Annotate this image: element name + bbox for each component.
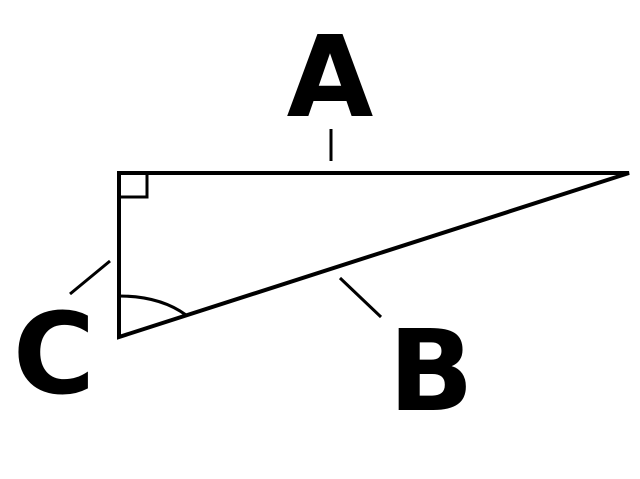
angle-arc — [118, 294, 187, 317]
right-angle-marker — [119, 173, 149, 199]
label-c-leader — [69, 259, 111, 296]
label-a: A — [287, 13, 374, 143]
triangle — [117, 171, 630, 340]
label-c: C — [13, 290, 95, 420]
label-b-leader — [338, 276, 383, 319]
label-b: B — [388, 307, 473, 437]
